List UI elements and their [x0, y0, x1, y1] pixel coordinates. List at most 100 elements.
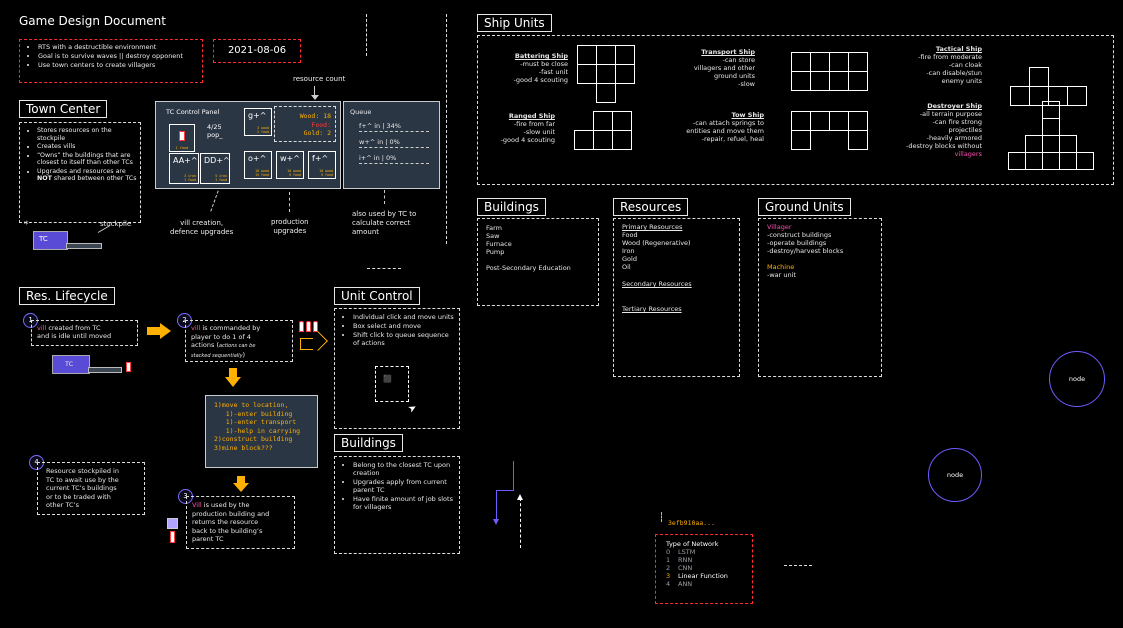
resource-item: Iron: [622, 247, 635, 255]
ranged-ship: Ranged Ship -fire from far -slow unit -g…: [480, 112, 555, 144]
g-upgrade-button[interactable]: g+^ 3 wood 2 food: [244, 108, 272, 136]
building-item: [486, 256, 590, 264]
stockpile-bar: [66, 243, 102, 249]
actions-list: 1)move to location, 1)-enter building 1)…: [214, 401, 301, 452]
resource-item: Wood (Regenerative): [622, 239, 691, 247]
vill-highlight: vill: [191, 324, 201, 332]
arrow-line: [384, 190, 385, 204]
ground-units-list: Villager -construct buildings -operate b…: [767, 223, 873, 279]
arrow-head: [311, 95, 319, 100]
arrow-head: [493, 519, 499, 525]
transport-ship-shape-cell: [829, 52, 849, 72]
ship-units-heading: Ship Units: [477, 14, 552, 32]
network-node[interactable]: node: [928, 448, 982, 502]
tile-symbol: g+^: [248, 111, 267, 120]
ground-units-heading: Ground Units: [758, 198, 851, 216]
arrow-down-icon: [225, 377, 241, 387]
unit-control-item: Shift click to queue sequence of actions: [353, 331, 455, 347]
step-1-box: vill created from TC and is idle until m…: [31, 320, 138, 346]
f-upgrade-button[interactable]: f+^ 10 wood 5 food: [308, 151, 336, 179]
ship-name: Tactical Ship: [935, 45, 982, 53]
ship-name: Transport Ship: [701, 48, 755, 56]
destroyer-ship-shape-cell: [1008, 152, 1026, 170]
food-count: Food:: [311, 120, 331, 129]
selection-box[interactable]: ⬛: [375, 366, 409, 402]
ship-desc-highlight: villagers: [954, 150, 982, 158]
step-text: is commanded by player to do 1 of 4 acti…: [191, 324, 261, 349]
resource-item: Gold: [622, 255, 637, 263]
create-villager-button[interactable]: 1 food: [169, 124, 195, 152]
step-2-text: vill is commanded by player to do 1 of 4…: [191, 324, 287, 360]
date-box: 2021-08-06: [213, 39, 301, 63]
tactical-ship-shape-cell: [1029, 67, 1049, 87]
step-3-box: Vill is used by the production building …: [186, 496, 295, 549]
dd-upgrade-button[interactable]: DD+^ 5 iron 1 food: [200, 153, 230, 184]
villager-icon: [126, 362, 131, 372]
production-note: production upgrades: [271, 218, 309, 235]
tactical-ship-shape-cell: [1010, 86, 1030, 106]
intro-list: RTS with a destructible environment Goal…: [24, 43, 198, 69]
machine-label: Machine: [767, 263, 795, 271]
arrow-right-icon: [160, 323, 171, 339]
ship-name: Tow Ship: [731, 111, 765, 119]
transport-ship: Transport Ship -can store villagers and …: [640, 48, 755, 88]
ship-desc: -can attach springs to entities and move…: [686, 119, 764, 143]
aa-upgrade-button[interactable]: AA+^ 3 iron 1 food: [169, 153, 199, 184]
block-icon: [167, 518, 178, 529]
o-upgrade-button[interactable]: o+^ 10 wood 15 food: [244, 151, 272, 179]
town-center-building[interactable]: TC: [33, 231, 68, 250]
queue-row: w+^ in | 0%: [359, 138, 429, 148]
arrow-head: [517, 494, 523, 500]
tile-symbol: f+^: [312, 154, 329, 163]
tc-label: TC: [39, 235, 48, 243]
page-title: Game Design Document: [19, 14, 166, 28]
buildings-list-box: Farm Saw Furnace Pump Post-Secondary Edu…: [477, 218, 599, 306]
intro-item: Use town centers to create villagers: [38, 61, 198, 69]
transport-ship-shape-cell: [791, 71, 811, 91]
town-center-list: Stores resources on the stockpile Create…: [23, 127, 137, 183]
tile-symbol: o+^: [248, 154, 267, 163]
tow-ship-shape-cell: [829, 111, 849, 131]
tile-cost: 3 wood 2 food: [257, 126, 269, 134]
tc-bullet: Stores resources on the stockpile: [37, 127, 137, 142]
step-2-box: vill is commanded by player to do 1 of 4…: [185, 320, 293, 362]
step-4-box: Resource stockpiled in TC to await use b…: [37, 462, 145, 515]
transport-ship-shape-cell: [791, 52, 811, 72]
ship-name: Destroyer Ship: [927, 102, 982, 110]
arrow-line: [314, 86, 315, 98]
resource-values: Wood: 18 Food: Gold: 2: [300, 112, 331, 138]
battering-ship-shape-cell: [615, 64, 635, 84]
ranged-ship-shape-cell: [574, 130, 594, 150]
resource-item: Oil: [622, 263, 631, 271]
ranged-ship-shape-cell: [593, 111, 613, 131]
stockpile-label: stockpile: [100, 220, 132, 228]
tile-cost: 10 wood 5 food: [319, 169, 333, 177]
separator: [446, 14, 447, 244]
building-item: Farm: [486, 224, 503, 232]
villager-icon: [179, 131, 185, 141]
destroyer-ship-shape-cell: [1059, 135, 1077, 153]
tactical-ship-shape-cell: [1067, 86, 1087, 106]
w-upgrade-button[interactable]: w+^ 10 wood 5 food: [276, 151, 304, 179]
building-item: Post-Secondary Education: [486, 264, 571, 272]
transport-ship-shape-cell: [810, 52, 830, 72]
population-count: 4/25 pop_: [207, 123, 223, 139]
resources-list: Primary Resources Food Wood (Regenerativ…: [622, 223, 731, 313]
actions-panel: 1)move to location, 1)-enter building 1)…: [205, 395, 318, 468]
arrow-right-outline-icon: [300, 338, 313, 350]
network-id: 3efb910aa...: [668, 519, 715, 527]
villager-label: Villager: [767, 223, 792, 231]
vill-creation-note: vill creation, defence upgrades: [170, 219, 234, 236]
resources-heading: Resources: [613, 198, 689, 216]
separator: [784, 565, 812, 566]
wire: [520, 498, 521, 548]
network-node[interactable]: node: [1049, 351, 1105, 407]
queue-title: Queue: [350, 108, 372, 116]
